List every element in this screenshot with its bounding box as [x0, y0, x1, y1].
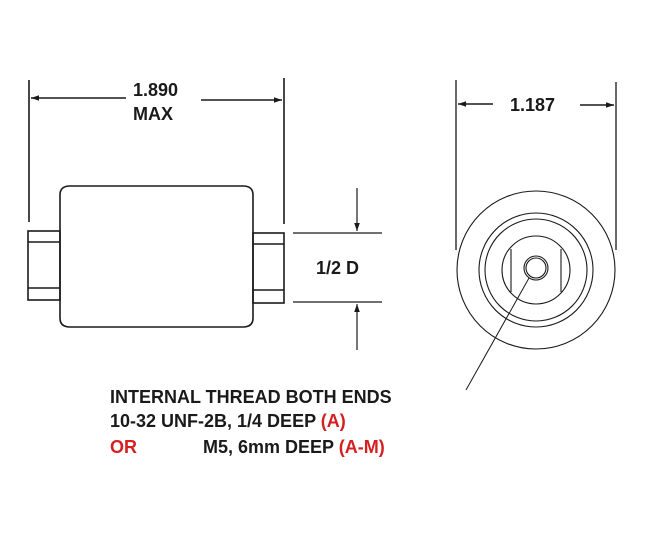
leader-line	[465, 277, 530, 391]
diameter-dimension-arrows	[458, 101, 614, 108]
length-extension-lines	[28, 78, 285, 224]
length-note: MAX	[133, 104, 173, 124]
stud-dimension-label: 1/2 D	[316, 258, 360, 278]
diameter-extension-lines	[455, 80, 617, 250]
note-line-3: M5, 6mm DEEP (A-M)	[203, 437, 385, 457]
end-view	[456, 190, 616, 350]
left-stud	[27, 230, 61, 301]
cylinder-body	[59, 185, 254, 328]
or-label: OR	[110, 437, 137, 457]
imperial-thread-spec: 10-32 UNF-2B, 1/4 DEEP	[110, 411, 316, 431]
right-stud	[252, 232, 285, 304]
metric-code: (A-M)	[338, 437, 385, 457]
note-line-2: 10-32 UNF-2B, 1/4 DEEP (A)	[110, 411, 346, 431]
metric-thread-spec: M5, 6mm DEEP	[203, 437, 334, 457]
diameter-value: 1.187	[510, 95, 556, 115]
length-value: 1.890	[133, 80, 179, 100]
note-line-1: INTERNAL THREAD BOTH ENDS	[110, 387, 392, 407]
length-dimension-arrows	[31, 95, 282, 103]
imperial-code: (A)	[320, 411, 346, 431]
stud-dimension	[293, 188, 382, 350]
